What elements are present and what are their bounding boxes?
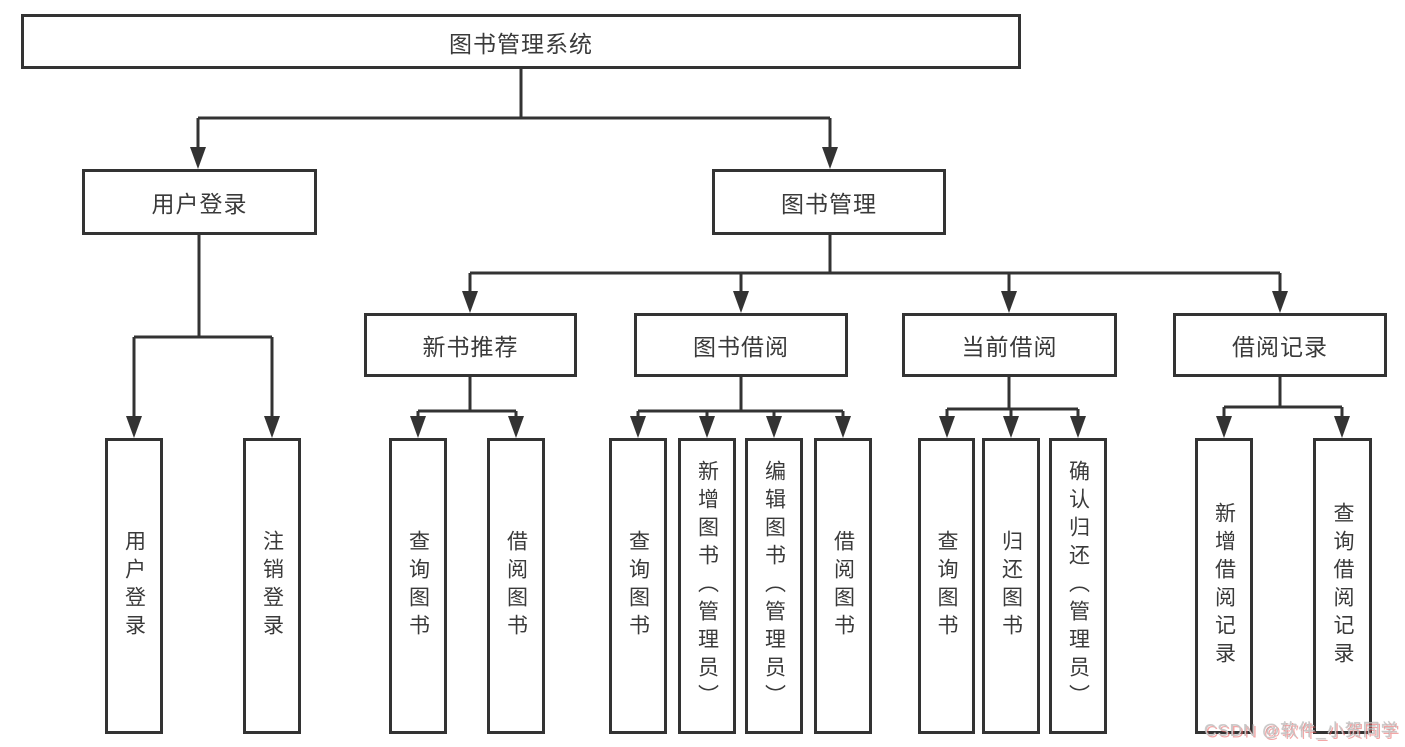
leaf-label: 编辑图书（管理员） [762,460,786,712]
leaf-label: 借阅图书 [504,530,528,642]
leaf-label: 确认归还（管理员） [1066,460,1090,712]
leaf-borrow-books-2: 借阅图书 [814,438,872,734]
leaf-add-book-admin: 新增图书（管理员） [678,438,736,734]
leaf-label: 借阅图书 [831,530,855,642]
node-book-mgmt: 图书管理 [712,169,946,235]
leaf-label: 查询图书 [406,530,430,642]
leaf-label: 新增借阅记录 [1212,502,1236,670]
leaf-label: 查询图书 [626,530,650,642]
leaf-query-books-3: 查询图书 [918,438,975,734]
leaf-label: 查询图书 [935,530,958,642]
leaf-add-borrow-record: 新增借阅记录 [1195,438,1253,734]
arrowhead-icons [126,147,1350,438]
leaf-query-books-1: 查询图书 [389,438,447,734]
node-user-login: 用户登录 [82,169,317,235]
node-system: 图书管理系统 [21,14,1021,69]
leaf-label: 查询借阅记录 [1331,502,1354,670]
node-new-books: 新书推荐 [364,313,577,377]
leaf-return-book: 归还图书 [982,438,1040,734]
leaf-label: 注销登录 [260,530,284,642]
leaf-edit-book-admin: 编辑图书（管理员） [745,438,803,734]
leaf-label: 用户登录 [122,530,146,642]
leaf-logout: 注销登录 [243,438,301,734]
node-borrow-records: 借阅记录 [1173,313,1387,377]
leaf-confirm-return-admin: 确认归还（管理员） [1049,438,1107,734]
leaf-query-books-2: 查询图书 [609,438,667,734]
leaf-user-login: 用户登录 [105,438,163,734]
leaf-label: 新增图书（管理员） [695,460,719,712]
watermark-text: CSDN @软件_小贺同学 [1204,721,1399,740]
leaf-label: 归还图书 [999,530,1023,642]
node-book-borrow: 图书借阅 [634,313,848,377]
leaf-query-borrow-record: 查询借阅记录 [1313,438,1372,734]
leaf-borrow-books-1: 借阅图书 [487,438,545,734]
node-current-borrow: 当前借阅 [902,313,1117,377]
